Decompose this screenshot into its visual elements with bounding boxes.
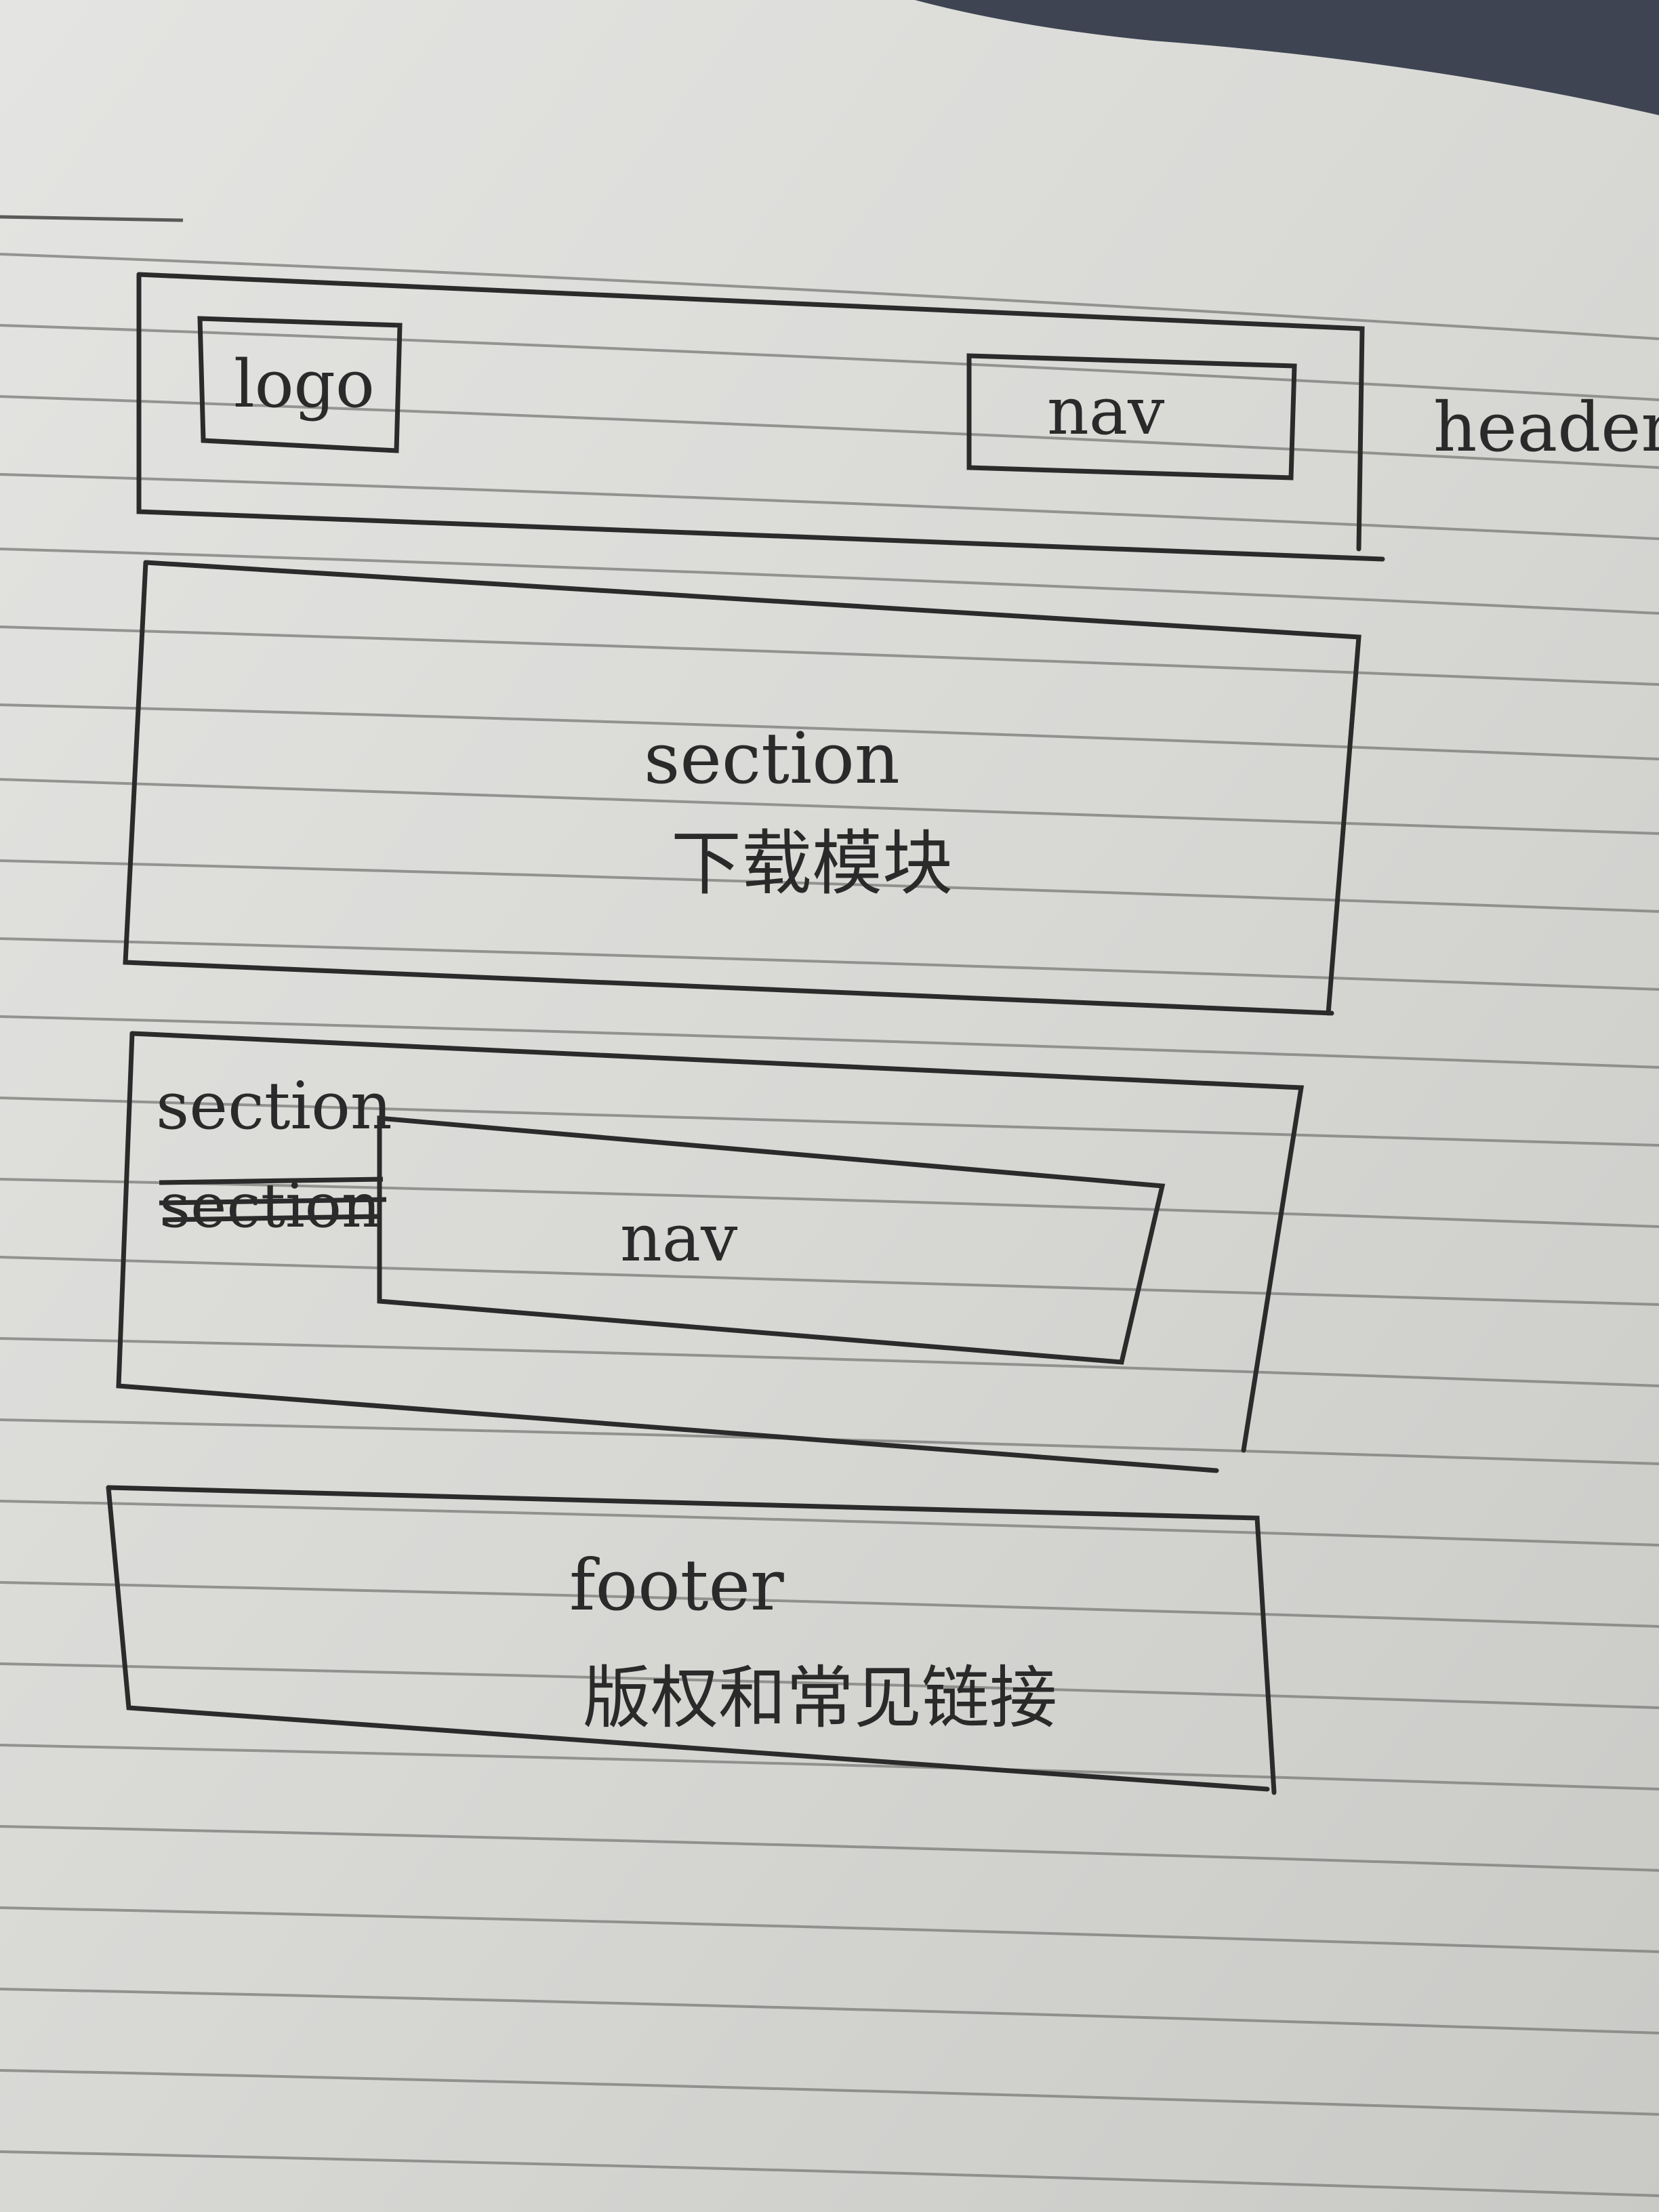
footer-caption: 版权和常见链接 <box>583 1658 1057 1738</box>
nav-section-label: section <box>156 1068 392 1144</box>
top-margin-stroke <box>0 215 184 222</box>
download-section-label: section <box>644 717 900 800</box>
header-nav-label: nav <box>1047 373 1164 449</box>
download-section-caption: 下载模块 <box>671 822 953 905</box>
header-block <box>136 272 1385 562</box>
footer-label: footer <box>569 1544 784 1626</box>
strikethrough-mark <box>159 1176 387 1223</box>
section-nav-box <box>377 1115 1166 1365</box>
section-nav-label: nav <box>620 1200 737 1276</box>
download-section-block <box>123 560 1361 1016</box>
header-label: header <box>1433 388 1659 467</box>
nav-section-block <box>116 1031 1305 1473</box>
logo-box <box>197 316 403 453</box>
footer-block <box>106 1485 1277 1795</box>
logo-label: logo <box>234 346 375 422</box>
header-nav-box <box>966 353 1297 480</box>
dark-corner <box>915 0 1659 115</box>
